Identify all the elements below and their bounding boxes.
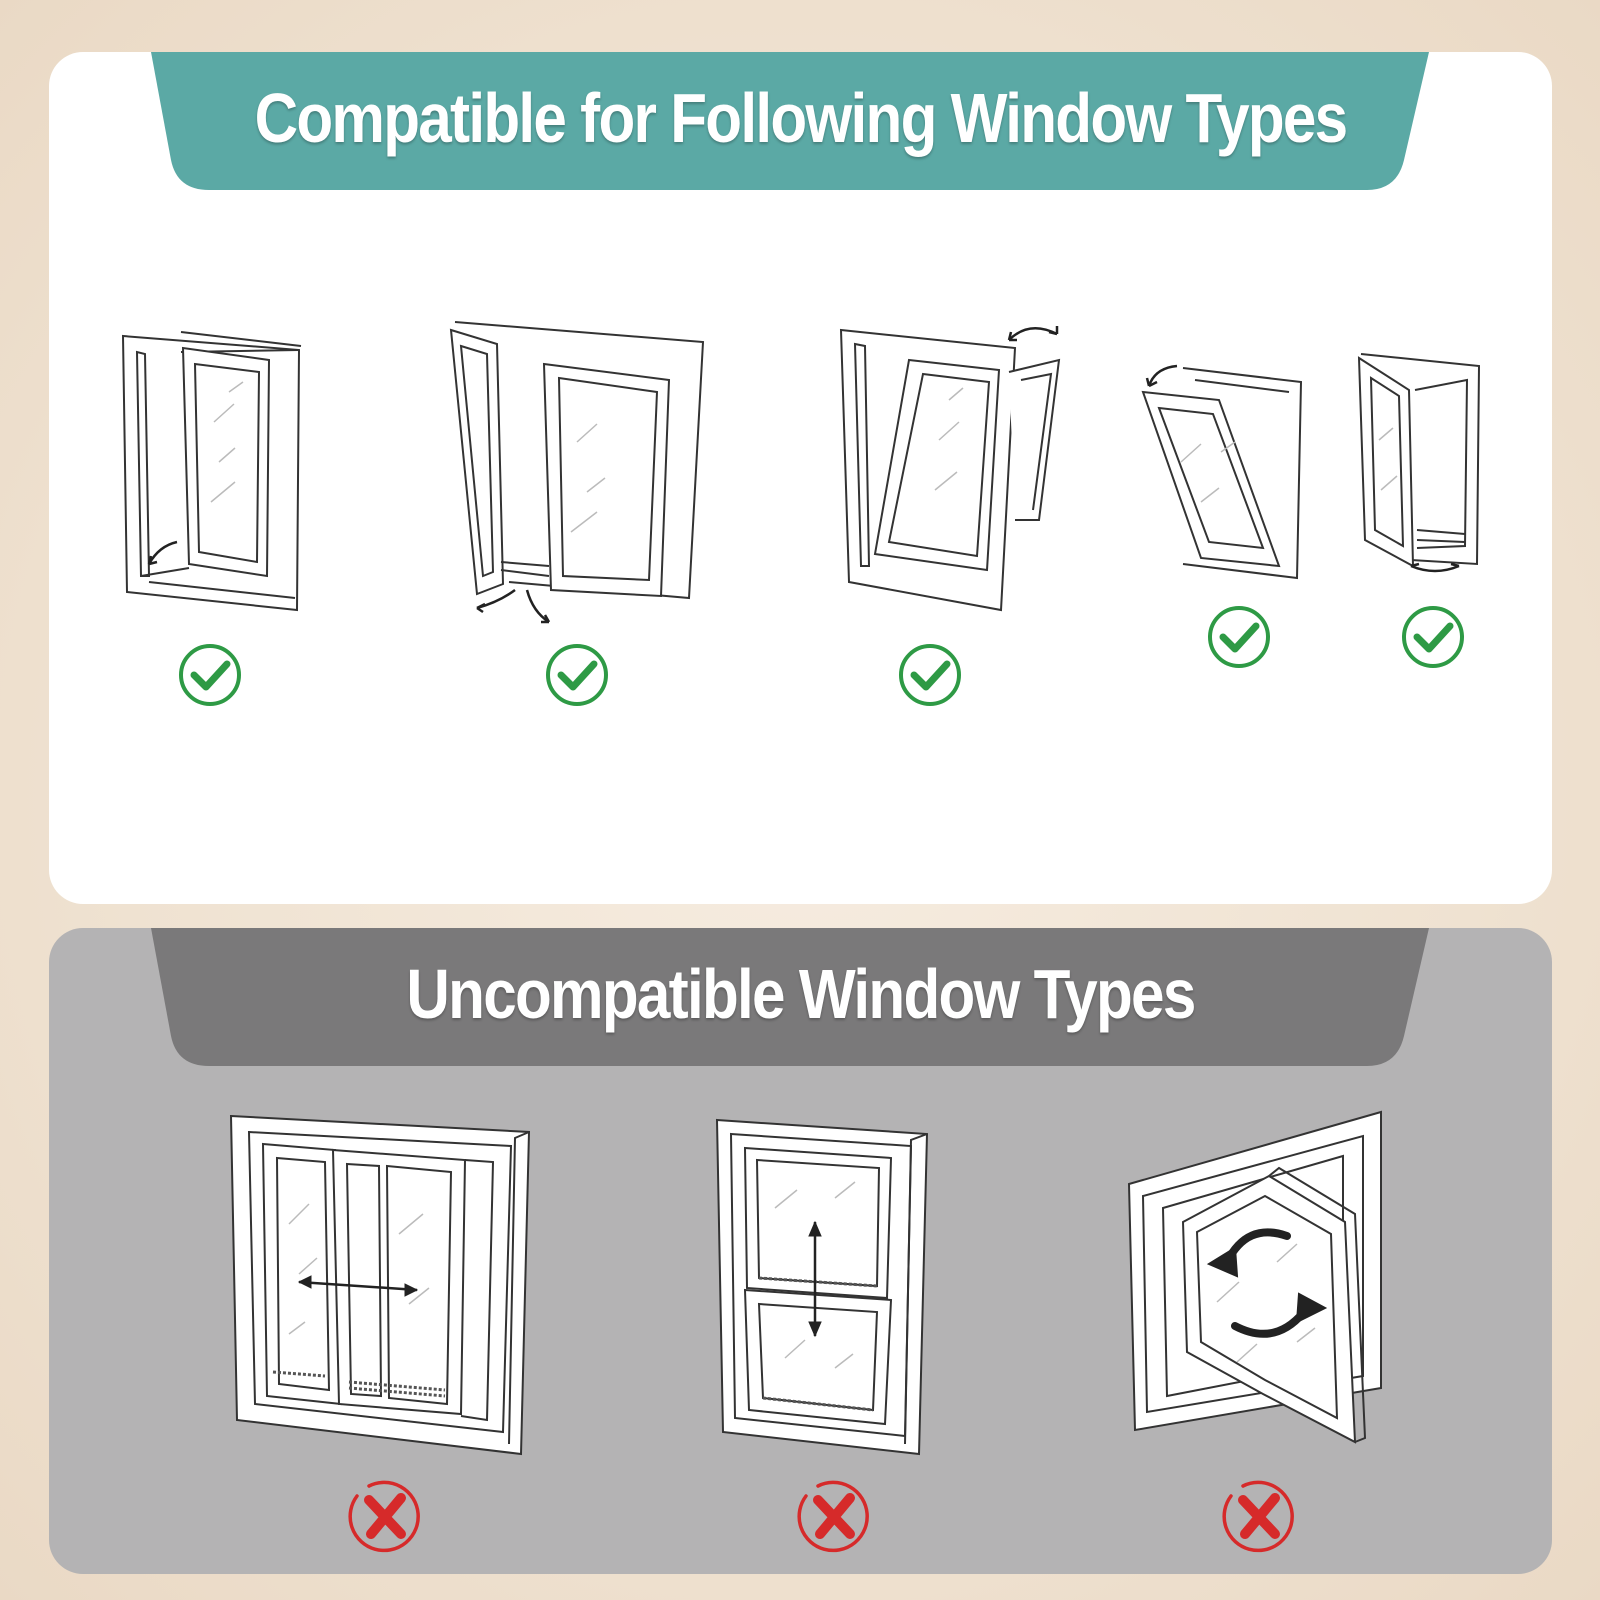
cross-icon	[1219, 1476, 1299, 1561]
uncompatible-panel: Uncompatible Window Types	[49, 928, 1552, 1574]
checkmark-icon	[1400, 604, 1466, 675]
narrow-casement-window-icon	[1355, 350, 1485, 585]
casement-window-open-left-icon	[119, 331, 319, 637]
checkmark-icon	[177, 642, 243, 713]
awning-window-icon	[839, 320, 1069, 625]
compatible-title: Compatible for Following Window Types	[254, 79, 1349, 157]
tilt-window-icon	[1141, 352, 1311, 597]
sliding-window-icon	[229, 1114, 539, 1469]
cross-icon	[794, 1476, 874, 1561]
checkmark-icon	[544, 642, 610, 713]
checkmark-icon	[897, 642, 963, 713]
compatible-banner: Compatible for Following Window Types	[49, 52, 1552, 202]
uncompatible-banner: Uncompatible Window Types	[49, 928, 1552, 1078]
pivot-window-icon	[1127, 1110, 1397, 1457]
checkmark-icon	[1206, 604, 1272, 675]
double-hung-window-icon	[715, 1118, 935, 1463]
cross-icon	[345, 1476, 425, 1561]
compatible-panel: Compatible for Following Window Types	[49, 52, 1552, 904]
double-casement-window-icon	[449, 321, 719, 637]
uncompatible-title: Uncompatible Window Types	[406, 955, 1196, 1033]
